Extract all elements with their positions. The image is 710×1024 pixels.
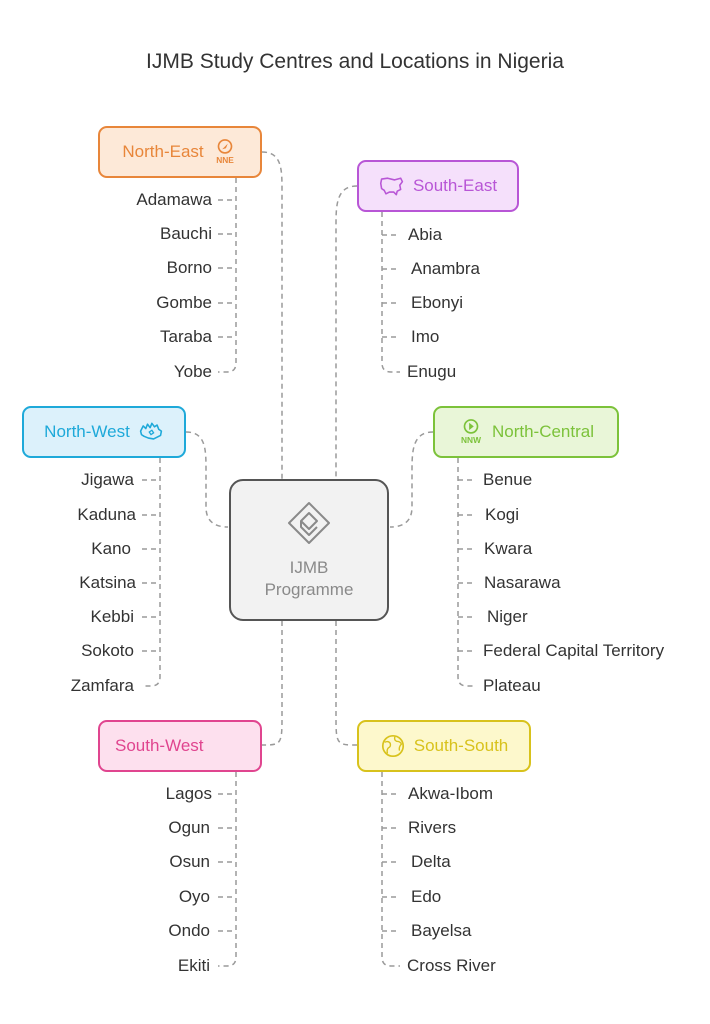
connector-north-central bbox=[389, 431, 434, 528]
state-enugu: Enugu bbox=[407, 362, 457, 381]
connector-north-east bbox=[261, 151, 283, 480]
state-nasarawa: Nasarawa bbox=[484, 573, 561, 592]
connector-south-east-list bbox=[381, 212, 400, 373]
state-kano: Kano bbox=[91, 539, 131, 558]
state-kogi: Kogi bbox=[485, 505, 520, 524]
center-label: IJMB Programme bbox=[264, 557, 354, 599]
state-jigawa: Jigawa bbox=[81, 470, 134, 489]
state-anambra: Anambra bbox=[411, 259, 480, 278]
region-north-east-label: North-East bbox=[122, 142, 204, 161]
connector-north-central-list bbox=[457, 458, 476, 687]
state-plateau: Plateau bbox=[483, 676, 541, 695]
state-adamawa: Adamawa bbox=[136, 190, 212, 209]
ticks-north-east bbox=[218, 199, 236, 338]
connector-south-west-list bbox=[218, 772, 237, 967]
canada-map-icon bbox=[138, 419, 164, 445]
svg-text:NNE: NNE bbox=[216, 155, 234, 165]
connector-south-east bbox=[335, 185, 358, 480]
connector-south-west bbox=[261, 621, 283, 746]
connector-north-west bbox=[185, 431, 229, 528]
state-sokoto: Sokoto bbox=[81, 641, 134, 660]
state-ogun: Ogun bbox=[168, 818, 210, 837]
region-south-west-label: South-West bbox=[115, 736, 204, 755]
state-benue: Benue bbox=[483, 470, 533, 489]
state-abia: Abia bbox=[408, 225, 443, 244]
state-delta: Delta bbox=[411, 852, 451, 871]
region-south-west[interactable]: South-West bbox=[98, 720, 262, 772]
diagram-title: IJMB Study Centres and Locations in Nige… bbox=[146, 50, 564, 73]
state-bayelsa: Bayelsa bbox=[411, 921, 472, 940]
state-bauchi: Bauchi bbox=[160, 224, 212, 243]
ticks-south-south bbox=[382, 793, 400, 932]
connector-north-west-list bbox=[142, 458, 161, 687]
state-yobe: Yobe bbox=[173, 362, 212, 381]
region-north-central-label: North-Central bbox=[491, 422, 595, 441]
usa-map-icon bbox=[379, 173, 405, 199]
state-katsina: Katsina bbox=[79, 573, 136, 592]
region-north-west-label: North-West bbox=[44, 422, 130, 441]
ticks-south-east bbox=[382, 234, 400, 338]
state-gombe: Gombe bbox=[156, 293, 212, 312]
ticks-south-west bbox=[218, 793, 236, 932]
region-south-east-label: South-East bbox=[412, 176, 498, 195]
state-niger: Niger bbox=[487, 607, 528, 626]
region-south-south[interactable]: South-South bbox=[357, 720, 531, 772]
state-zamfara: Zamfara bbox=[70, 676, 134, 695]
compass-nne-icon: NNE bbox=[212, 139, 238, 165]
connector-south-south bbox=[335, 621, 358, 746]
connector-south-south-list bbox=[381, 772, 400, 967]
state-fct: Federal Capital Territory bbox=[483, 641, 665, 660]
region-south-east[interactable]: South-East bbox=[357, 160, 519, 212]
state-osun: Osun bbox=[169, 852, 210, 871]
state-taraba: Taraba bbox=[160, 327, 212, 346]
center-node[interactable]: IJMB Programme bbox=[229, 479, 389, 621]
region-south-south-label: South-South bbox=[413, 736, 509, 755]
state-cross-river: Cross River bbox=[407, 956, 496, 975]
state-ekiti: Ekiti bbox=[177, 956, 210, 975]
state-ebonyi: Ebonyi bbox=[411, 293, 463, 312]
state-oyo: Oyo bbox=[178, 887, 210, 906]
region-north-west[interactable]: North-West bbox=[22, 406, 186, 458]
state-imo: Imo bbox=[411, 327, 440, 346]
ticks-north-west bbox=[142, 479, 160, 652]
state-kebbi: Kebbi bbox=[90, 607, 134, 626]
region-north-central[interactable]: NNW North-Central bbox=[433, 406, 619, 458]
state-kaduna: Kaduna bbox=[77, 505, 136, 524]
globe-icon bbox=[380, 733, 406, 759]
state-lagos: Lagos bbox=[165, 784, 212, 803]
state-akwa-ibom: Akwa-Ibom bbox=[408, 784, 494, 803]
diamond-icon bbox=[286, 500, 332, 551]
state-edo: Edo bbox=[411, 887, 442, 906]
ticks-north-central bbox=[458, 479, 476, 652]
state-kwara: Kwara bbox=[484, 539, 533, 558]
state-borno: Borno bbox=[166, 258, 212, 277]
connector-north-east-list bbox=[218, 178, 237, 373]
compass-nnw-icon: NNW bbox=[458, 419, 484, 445]
state-ondo: Ondo bbox=[168, 921, 210, 940]
region-north-east[interactable]: North-East NNE bbox=[98, 126, 262, 178]
svg-text:NNW: NNW bbox=[461, 435, 481, 445]
state-rivers: Rivers bbox=[408, 818, 457, 837]
